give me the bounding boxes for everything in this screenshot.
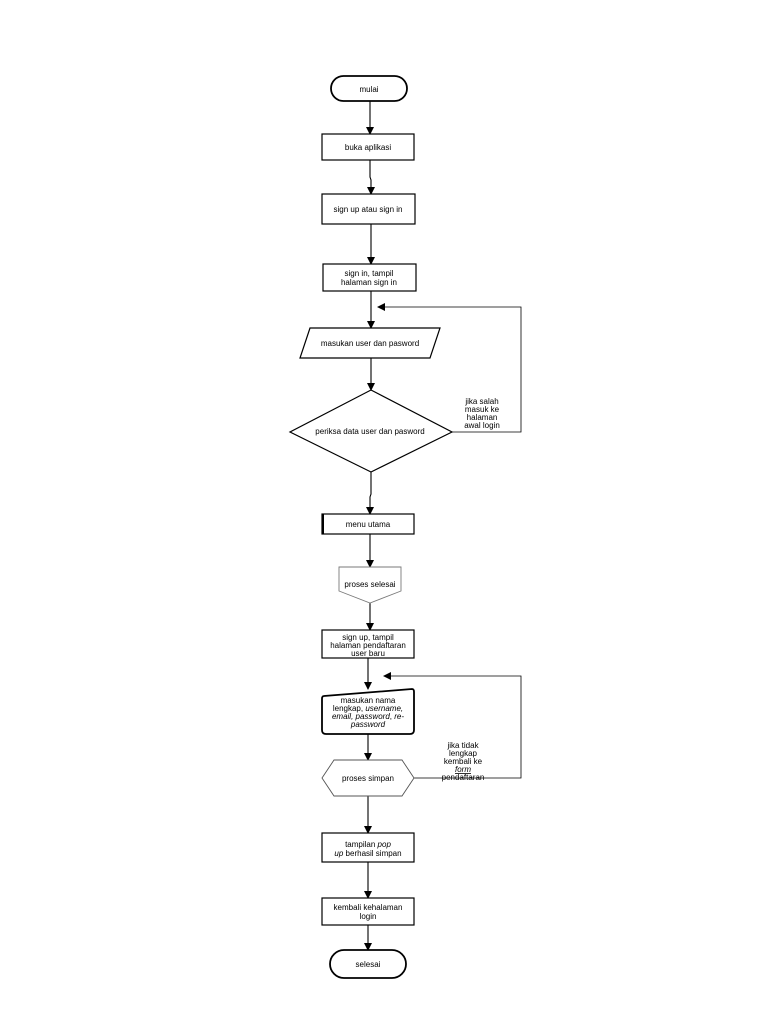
- input-output-shape: [299, 327, 441, 359]
- node-signin-page-label-1: sign in, tampil: [345, 269, 394, 278]
- node-choice-label: sign up atau sign in: [334, 205, 403, 214]
- edge-check-loop-back: [377, 303, 522, 433]
- node-input-signup-text-3a: email, password: [332, 712, 390, 721]
- terminator-shape: [330, 75, 408, 102]
- node-back-login-label-2: login: [360, 912, 377, 921]
- node-signup-page: sign up, tampil halaman pendaftaran user…: [321, 629, 415, 659]
- node-back-login-label-1: kembali kehalaman: [334, 903, 403, 912]
- node-input-login: masukan user dan pasword: [299, 327, 441, 359]
- edge-save-loop-back: [383, 672, 522, 779]
- annotation-incomplete-line-1: jika tidak: [446, 741, 479, 750]
- annotation-incomplete: jika tidak lengkap kembali ke form penda…: [442, 741, 485, 782]
- node-popup-line-2: up berhasil simpan: [334, 849, 401, 858]
- process-shape: [321, 629, 415, 659]
- node-popup: tampilan pop up berhasil simpan: [321, 832, 415, 863]
- process-shape: [321, 193, 416, 225]
- annotation-wrong-login-line-2: masuk ke: [465, 405, 500, 414]
- node-end: selesai: [329, 949, 407, 979]
- node-input-signup-text-3b: ,: [390, 712, 394, 721]
- process-shape: [321, 133, 415, 161]
- node-input-signup-line-2: lengkap, username,: [333, 704, 403, 713]
- node-popup-text-2b: berhasil simpan: [343, 849, 401, 858]
- node-input-signup-line-3: email, password, re-: [332, 712, 404, 721]
- node-open-app: buka aplikasi: [321, 133, 415, 161]
- annotation-incomplete-line-4: form: [455, 765, 471, 774]
- node-signup-page-label-3: user baru: [351, 649, 385, 658]
- manual-input-shape: [321, 688, 415, 735]
- process-shape: [321, 832, 415, 863]
- terminator-shape: [329, 949, 407, 979]
- flowchart-edges: [364, 101, 522, 951]
- node-input-signup-line-1: masukan nama: [341, 696, 396, 705]
- node-popup-text-2a: up: [334, 849, 343, 858]
- node-input-login-label: masukan user dan pasword: [321, 339, 419, 348]
- edge-check-to-main-menu: [366, 472, 374, 515]
- node-popup-text-1b: pop: [377, 840, 392, 849]
- annotation-incomplete-line-3: kembali ke: [444, 757, 483, 766]
- node-main-menu: menu utama: [321, 513, 415, 535]
- node-signup-page-label-1: sign up, tampil: [342, 633, 394, 642]
- annotation-wrong-login-line-1: jika salah: [464, 397, 498, 406]
- node-main-menu-label: menu utama: [346, 520, 391, 529]
- edge-open-app-to-choice: [367, 160, 375, 195]
- process-shape: [322, 263, 417, 292]
- node-popup-text-1a: tampilan: [345, 840, 377, 849]
- node-choice: sign up atau sign in: [321, 193, 416, 225]
- off-page-connector-shape: [338, 566, 402, 604]
- annotation-wrong-login-line-4: awal login: [464, 421, 500, 430]
- node-input-signup-text-2a: lengkap,: [333, 704, 365, 713]
- node-check-login: periksa data user dan pasword: [288, 389, 454, 473]
- process-shape: [321, 897, 415, 926]
- node-save-process-label: proses simpan: [342, 774, 394, 783]
- node-signup-page-label-2: halaman pendaftaran: [330, 641, 406, 650]
- node-popup-line-1: tampilan pop: [345, 840, 391, 849]
- annotation-wrong-login: jika salah masuk ke halaman awal login: [464, 397, 500, 430]
- node-process-done-label: proses selesai: [344, 580, 395, 589]
- node-start-label: mulai: [359, 85, 378, 94]
- node-input-signup-line-4: password: [350, 720, 386, 729]
- annotation-wrong-login-line-3: halaman: [467, 413, 498, 422]
- node-input-signup-text-3c: re-: [394, 712, 404, 721]
- decision-shape: [288, 389, 454, 473]
- node-end-label: selesai: [356, 960, 381, 969]
- node-save-process: proses simpan: [321, 759, 415, 797]
- node-check-login-label: periksa data user dan pasword: [315, 427, 424, 436]
- node-signin-page-label-2: halaman sign in: [341, 278, 397, 287]
- node-input-signup-text-4: password: [350, 720, 386, 729]
- preparation-shape: [321, 759, 415, 797]
- node-signin-page: sign in, tampil halaman sign in: [322, 263, 417, 292]
- node-input-signup-text-2b: username,: [365, 704, 403, 713]
- node-open-app-label: buka aplikasi: [345, 143, 391, 152]
- annotation-incomplete-line-2: lengkap: [449, 749, 478, 758]
- node-input-signup: masukan nama lengkap, username, email, p…: [321, 688, 415, 735]
- node-start: mulai: [330, 75, 408, 102]
- node-input-signup-text-1: masukan nama: [341, 696, 396, 705]
- node-process-done: proses selesai: [338, 566, 402, 604]
- annotation-incomplete-line-5: pendaftaran: [442, 773, 485, 782]
- node-back-login: kembali kehalaman login: [321, 897, 415, 926]
